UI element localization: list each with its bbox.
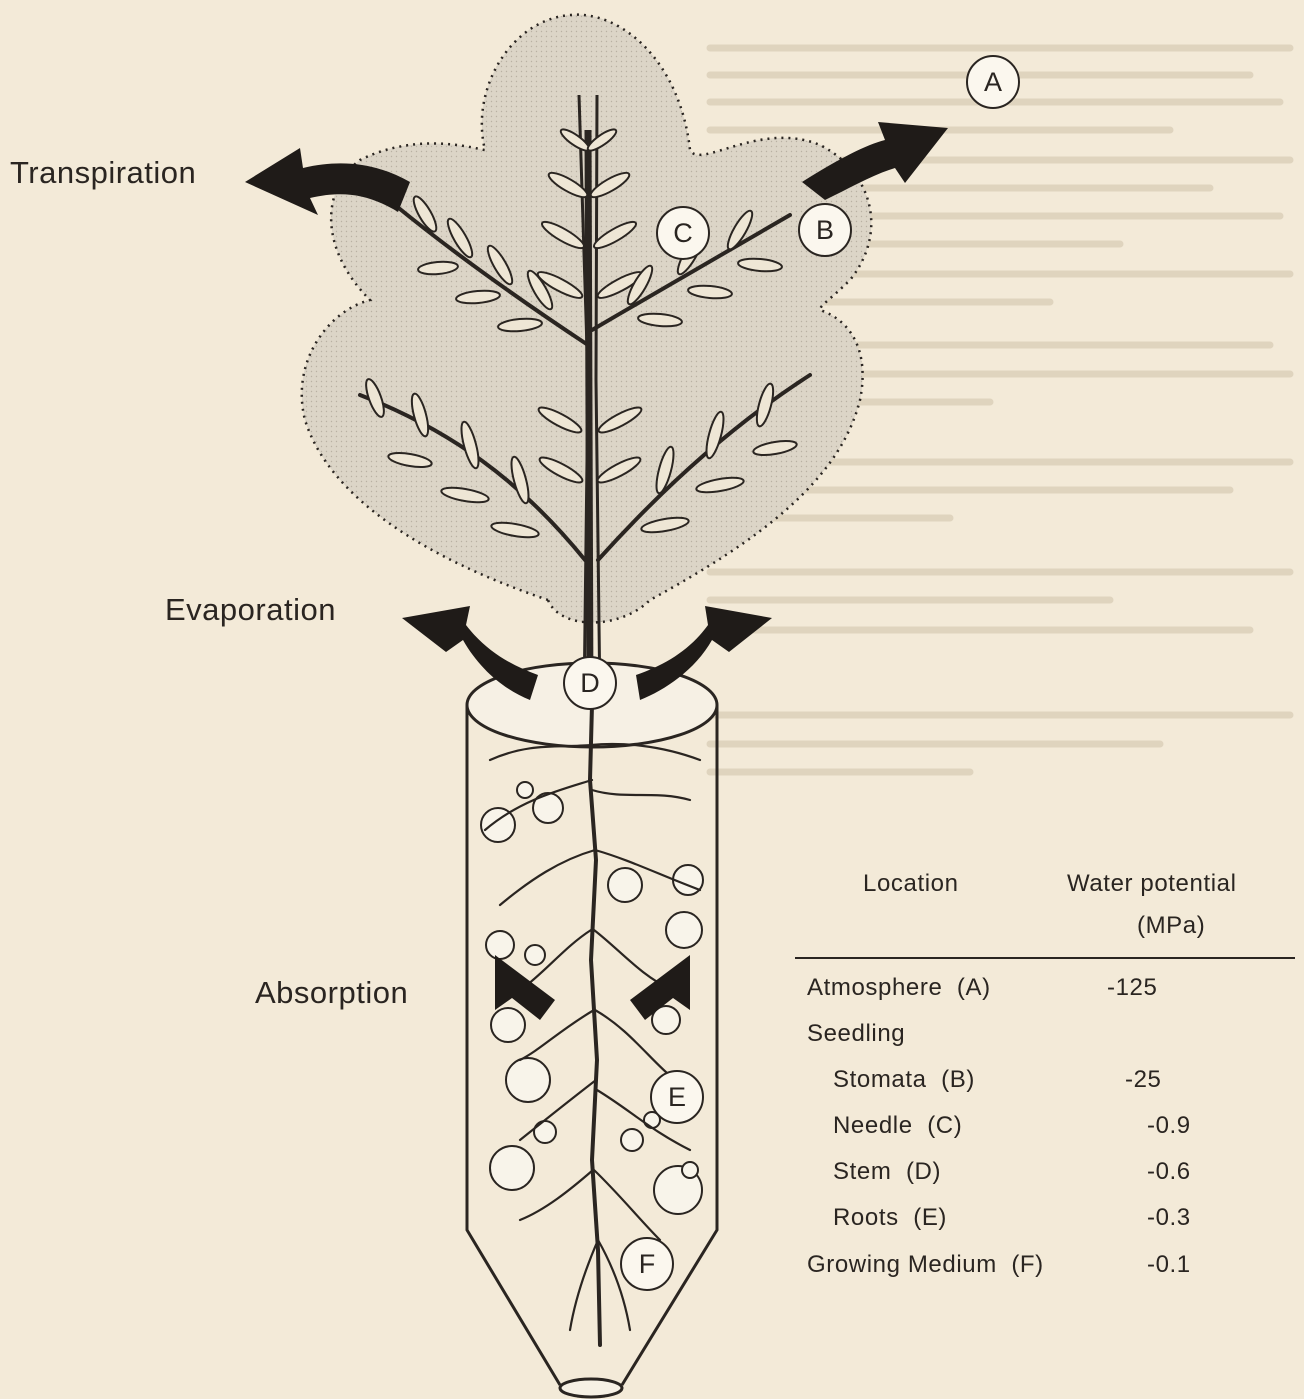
row-value: -0.1 [1147,1251,1191,1279]
column-header-location: Location [863,870,959,898]
row-location: Atmosphere (A) [807,974,991,1002]
absorption-label: Absorption [255,975,408,1011]
row-location: Seedling [807,1020,905,1048]
row-location: Roots (E) [833,1204,947,1232]
marker-b: B [798,203,852,257]
table-row: Needle (C) -0.9 [795,1112,1300,1146]
table-divider [795,957,1295,959]
row-location: Needle (C) [833,1112,962,1140]
table-row: Stem (D) -0.6 [795,1158,1300,1192]
marker-d: D [563,656,617,710]
table-row: Atmosphere (A) -125 [795,974,1300,1008]
marker-c: C [656,206,710,260]
evaporation-label: Evaporation [165,592,336,628]
row-value: -125 [1107,974,1157,1002]
column-header-unit: (MPa) [1137,912,1205,940]
evaporation-arrow-left [402,606,538,700]
transpiration-label: Transpiration [10,155,196,191]
row-value: -0.9 [1147,1112,1191,1140]
table-row: Stomata (B) -25 [795,1066,1300,1100]
column-header-water-potential: Water potential [1067,870,1237,898]
marker-f: F [620,1237,674,1291]
row-location: Growing Medium (F) [807,1251,1044,1279]
marker-e: E [650,1070,704,1124]
row-value: -0.3 [1147,1204,1191,1232]
row-location: Stem (D) [833,1158,941,1186]
row-location: Stomata (B) [833,1066,975,1094]
table-row: Growing Medium (F) -0.1 [795,1251,1300,1285]
row-value: -25 [1125,1066,1162,1094]
table-row: Roots (E) -0.3 [795,1204,1300,1238]
marker-a: A [966,55,1020,109]
table-row: Seedling [795,1020,1300,1054]
row-value: -0.6 [1147,1158,1191,1186]
